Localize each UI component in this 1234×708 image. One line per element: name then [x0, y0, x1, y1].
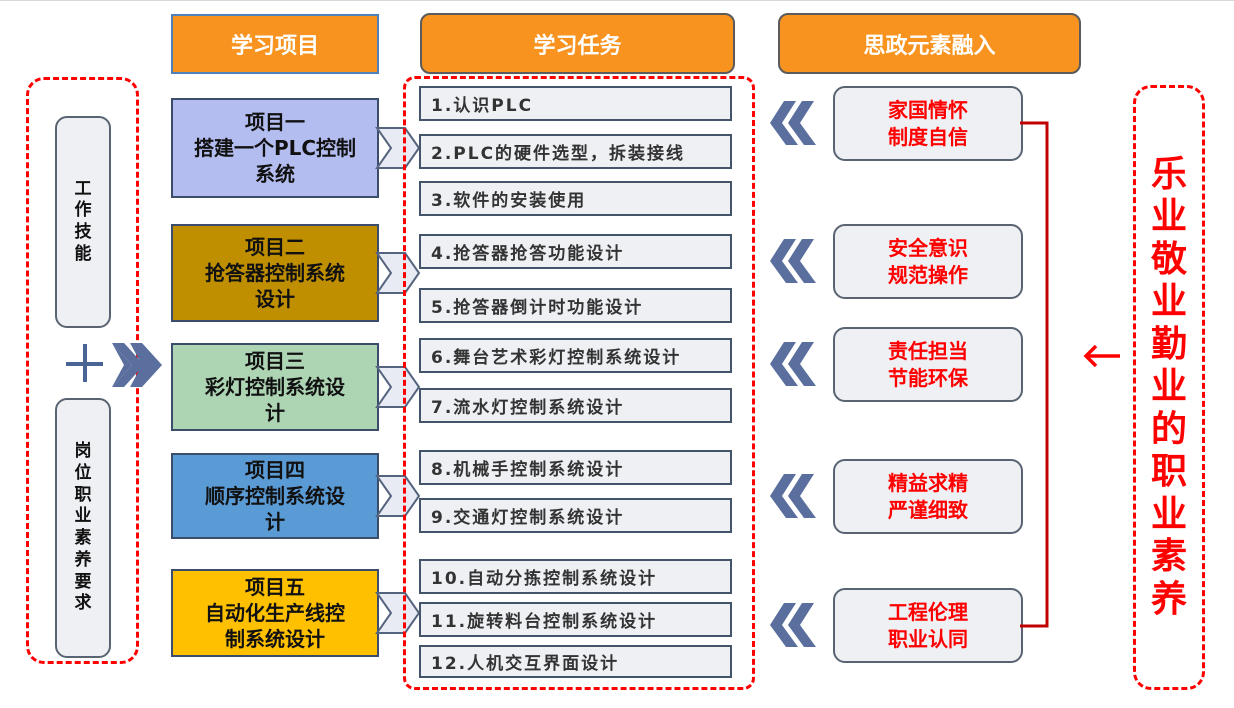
title-char: 素 [1150, 536, 1187, 578]
task-item: 6.舞台艺术彩灯控制系统设计 [419, 338, 732, 373]
title-char: 勤 [1150, 323, 1187, 365]
project-box: 项目四顺序控制系统设计 [171, 453, 379, 539]
title-char: 业 [1150, 493, 1187, 535]
pill-char: 能 [74, 243, 92, 264]
project-line2: 设计 [255, 287, 295, 311]
plus-icon [66, 344, 103, 382]
value-element-box: 精益求精严谨细致 [833, 459, 1023, 534]
task-item: 2.PLC的硬件选型，拆装接线 [419, 134, 732, 169]
pill-char: 岗 [74, 441, 92, 461]
project-line2: 系统 [255, 162, 295, 186]
task-item: 9.交通灯控制系统设计 [419, 498, 732, 533]
title-char: 的 [1150, 408, 1187, 450]
arrow-left-icon [1083, 344, 1120, 368]
pill-char: 素 [74, 528, 92, 548]
value-element-box: 家国情怀制度自信 [833, 86, 1023, 161]
professional-literacy-title: 乐业敬业勤业的职业素养 [1133, 85, 1205, 690]
task-item: 8.机械手控制系统设计 [419, 450, 732, 485]
title-char: 职 [1150, 451, 1187, 493]
pill-char: 技 [74, 222, 92, 242]
value-line1: 责任担当 [888, 338, 968, 363]
double-chevron-right-icon [112, 343, 162, 387]
value-line1: 安全意识 [888, 235, 968, 260]
project-box: 项目五自动化生产线控制系统设计 [171, 569, 379, 657]
pill-char: 求 [74, 593, 92, 614]
value-line2: 职业认同 [888, 626, 968, 651]
value-line2: 制度自信 [888, 124, 968, 149]
task-item: 10.自动分拣控制系统设计 [419, 559, 732, 594]
project-title: 项目二 [245, 235, 305, 259]
value-element-box: 工程伦理职业认同 [833, 588, 1023, 663]
value-line2: 规范操作 [888, 262, 968, 287]
title-char: 乐 [1150, 153, 1187, 195]
title-char: 养 [1150, 578, 1187, 620]
project-line1: 抢答器控制系统 [205, 261, 345, 285]
double-chevron-left-icon [770, 239, 816, 283]
pill-char: 职 [74, 484, 92, 505]
project-line1: 顺序控制系统设 [205, 484, 345, 508]
work-skills-pill: 工 作 技 能 [55, 116, 111, 328]
task-item: 4.抢答器抢答功能设计 [419, 234, 732, 269]
task-item: 12.人机交互界面设计 [419, 645, 732, 678]
pill-char: 工 [74, 178, 92, 199]
pill-char: 要 [74, 571, 92, 592]
value-line2: 严谨细致 [888, 497, 968, 522]
professional-literacy-frame [1133, 85, 1205, 690]
job-literacy-pill: 岗 位 职 业 素 养 要 求 [55, 398, 111, 658]
title-char: 业 [1150, 366, 1187, 408]
double-chevron-left-icon [770, 474, 816, 518]
title-char: 敬 [1150, 238, 1187, 280]
pill-char: 位 [74, 462, 92, 483]
double-chevron-left-icon [770, 603, 816, 647]
value-line1: 精益求精 [888, 470, 968, 495]
project-title: 项目四 [245, 458, 305, 482]
bracket-connector [1020, 121, 1049, 628]
project-line2: 制系统设计 [225, 627, 325, 651]
value-line2: 节能环保 [888, 365, 968, 390]
project-line1: 彩灯控制系统设 [205, 375, 345, 399]
double-chevron-left-icon [770, 101, 816, 145]
pill-char: 业 [74, 506, 92, 527]
project-line2: 计 [265, 401, 285, 425]
pill-char: 作 [74, 200, 92, 221]
task-item: 1.认识PLC [419, 86, 732, 121]
value-element-box: 安全意识规范操作 [833, 224, 1023, 299]
task-item: 3.软件的安装使用 [419, 181, 732, 216]
project-box: 项目二抢答器控制系统设计 [171, 224, 379, 322]
value-line1: 家国情怀 [888, 97, 968, 122]
header-tasks: 学习任务 [420, 13, 735, 74]
double-chevron-left-icon [770, 342, 816, 386]
title-char: 业 [1150, 281, 1187, 323]
project-line1: 搭建一个PLC控制 [193, 136, 357, 160]
project-box: 项目一搭建一个PLC控制系统 [171, 98, 379, 198]
value-element-box: 责任担当节能环保 [833, 327, 1023, 402]
header-values: 思政元素融入 [778, 13, 1081, 74]
project-title: 项目三 [245, 349, 305, 373]
header-projects: 学习项目 [171, 14, 379, 74]
task-item: 11.旋转料台控制系统设计 [419, 602, 732, 637]
project-line2: 计 [265, 510, 285, 534]
project-line1: 自动化生产线控 [205, 601, 345, 625]
title-char: 业 [1150, 196, 1187, 238]
pill-char: 养 [74, 549, 92, 570]
task-item: 5.抢答器倒计时功能设计 [419, 288, 732, 323]
task-item: 7.流水灯控制系统设计 [419, 388, 732, 423]
tasks-frame [403, 76, 755, 690]
project-title: 项目五 [245, 575, 305, 599]
project-title: 项目一 [245, 110, 305, 134]
value-line1: 工程伦理 [888, 599, 968, 624]
project-box: 项目三彩灯控制系统设计 [171, 343, 379, 431]
